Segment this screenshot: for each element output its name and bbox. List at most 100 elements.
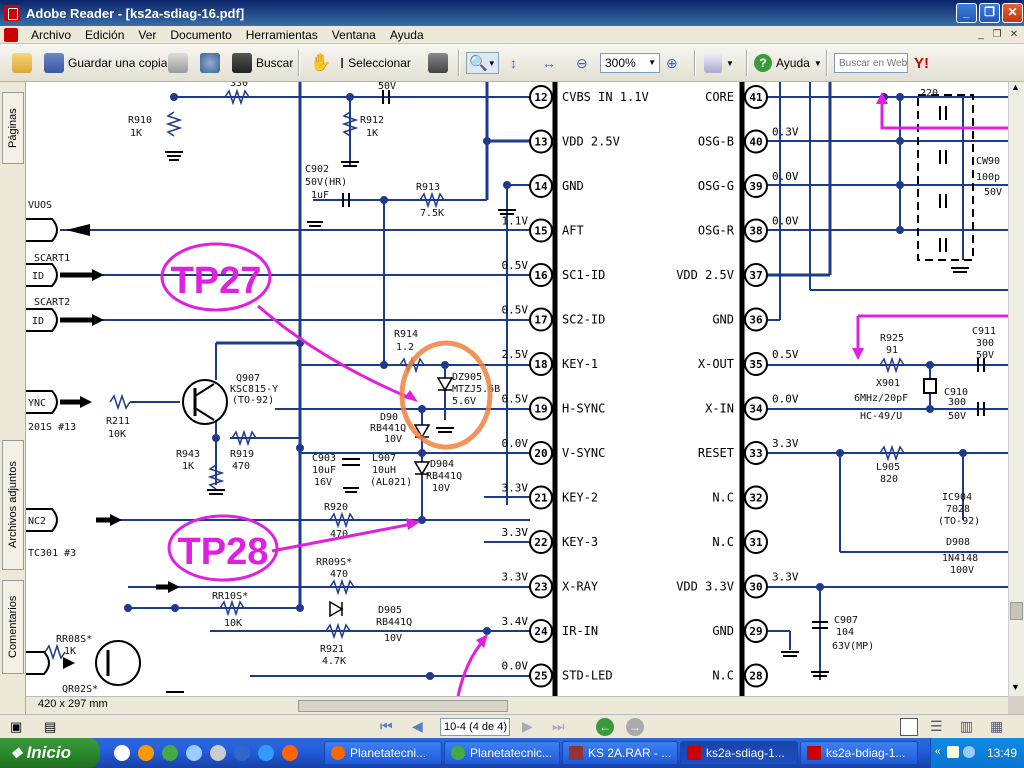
close-button[interactable]: ✕	[1002, 3, 1023, 23]
web-search-input[interactable]	[834, 53, 908, 73]
adobe-reader-icon	[4, 5, 20, 21]
email-button[interactable]	[200, 52, 224, 74]
scroll-thumb[interactable]	[1010, 602, 1023, 620]
label-ic201-pin: 201S #13	[28, 422, 76, 433]
task-planetatecni-1[interactable]: Planetatecni...	[324, 741, 442, 765]
pin-number: 29	[749, 625, 762, 638]
label-id-1: ID	[32, 271, 44, 282]
text-cursor-icon: I	[340, 54, 345, 72]
menu-ventana[interactable]: Ventana	[331, 27, 376, 42]
ic-pin-13	[529, 129, 553, 154]
hand-tool-button[interactable]: ✋	[310, 52, 331, 74]
quicklaunch-firefox-icon[interactable]	[282, 745, 298, 761]
label-r914: R914	[394, 329, 418, 340]
continuous-icon[interactable]: ☰	[930, 718, 943, 734]
tab-comments[interactable]: Comentarios	[2, 580, 24, 674]
previous-page-button[interactable]: ◀	[412, 718, 423, 734]
label-d905-voltage: 10V	[384, 633, 402, 644]
label-cw90-voltage: 50V	[984, 187, 1002, 198]
printer-icon	[168, 53, 188, 73]
yahoo-search-button[interactable]: Y!	[914, 52, 929, 74]
search-button[interactable]: Buscar	[232, 52, 293, 74]
tray-app-icon[interactable]	[963, 746, 975, 758]
single-page-icon[interactable]	[900, 718, 918, 736]
quicklaunch-app-icon[interactable]	[210, 745, 226, 761]
start-button[interactable]: ❖ Inicio	[0, 738, 100, 768]
label-r913: R913	[416, 182, 440, 193]
ic-pin-41	[744, 85, 768, 109]
go-forward-icon[interactable]: →	[626, 718, 644, 736]
label-d904: D904	[430, 459, 454, 470]
quicklaunch-app-icon[interactable]	[186, 745, 202, 761]
quicklaunch-player-icon[interactable]	[234, 745, 250, 761]
pin-label: STD-LED	[562, 669, 613, 683]
pin-label: H-SYNC	[562, 402, 605, 416]
facing-icon[interactable]: ▥	[960, 718, 974, 734]
task-planetatecnic-2[interactable]: Planetatecnic...	[444, 741, 560, 765]
pin-number: 14	[534, 180, 548, 193]
page-number-field[interactable]: 10-4 (4 de 4)	[440, 718, 510, 736]
horizontal-scrollbar[interactable]	[26, 696, 1008, 714]
label-dz905-part: MTZJ5.6B	[452, 384, 500, 395]
tab-pages[interactable]: Páginas	[2, 92, 24, 164]
rotate-button[interactable]: ▼	[704, 52, 734, 74]
label-c903: C903	[312, 453, 336, 464]
select-tool-button[interactable]: I Seleccionar	[340, 52, 411, 74]
menu-ver[interactable]: Ver	[138, 27, 157, 42]
label-d905-part: RB441Q	[376, 617, 412, 628]
minimize-button[interactable]: _	[956, 3, 977, 23]
doc-minimize-icon[interactable]: _	[978, 29, 984, 40]
tray-network-icon[interactable]	[947, 746, 959, 758]
zoom-out-button[interactable]: ⊖	[576, 52, 588, 74]
go-back-icon[interactable]: ←	[596, 718, 614, 736]
print-button[interactable]	[168, 52, 192, 74]
last-page-button[interactable]: ⏭	[552, 718, 565, 734]
hand-icon: ✋	[310, 53, 332, 72]
tray-expand-icon[interactable]: «	[935, 746, 941, 757]
pin-number: 30	[749, 581, 762, 594]
label-c903-voltage: 16V	[314, 477, 332, 488]
snapshot-button[interactable]	[428, 52, 452, 74]
task-ks2a-rar[interactable]: KS 2A.RAR - ...	[562, 741, 678, 765]
label-rr10s: RR10S*	[212, 591, 248, 602]
label-rr08s: RR08S*	[56, 634, 92, 645]
quicklaunch-media-icon[interactable]	[138, 745, 154, 761]
continuous-facing-icon[interactable]: ▦	[990, 718, 1004, 734]
label-r943: R943	[176, 449, 200, 460]
quicklaunch-chrome-icon[interactable]	[162, 745, 178, 761]
doc-restore-icon[interactable]: ❐	[992, 29, 1002, 40]
menu-herramientas[interactable]: Herramientas	[245, 27, 318, 42]
menu-ayuda[interactable]: Ayuda	[389, 27, 424, 42]
next-page-button[interactable]: ▶	[522, 718, 533, 734]
zoom-in-button[interactable]: ⊕	[666, 52, 678, 74]
save-copy-button[interactable]: Guardar una copia	[44, 52, 167, 74]
fit-page-button[interactable]: ↕	[510, 52, 517, 74]
open-button[interactable]	[12, 52, 36, 74]
hscroll-thumb[interactable]	[298, 700, 508, 712]
scroll-down-icon[interactable]: ▼	[1011, 682, 1020, 692]
doc-close-icon[interactable]: ✕	[1009, 29, 1019, 40]
magnifier-plus-icon: 🔍	[469, 55, 488, 72]
fit-width-button[interactable]: ↔	[542, 52, 556, 74]
task-ks2a-bdiag[interactable]: ks2a-bdiag-1...	[800, 741, 918, 765]
zoom-select[interactable]: 300% ▼	[600, 53, 660, 73]
scroll-up-icon[interactable]: ▲	[1011, 82, 1020, 92]
label-rr08s-value: 1K	[64, 646, 76, 657]
panel-toggle-icon[interactable]: ▣	[10, 719, 23, 734]
quicklaunch-ie-icon[interactable]	[258, 745, 274, 761]
menu-archivo[interactable]: Archivo	[31, 27, 72, 42]
tab-attachments[interactable]: Archivos adjuntos	[2, 440, 24, 570]
vertical-scrollbar[interactable]: ▲ ▼	[1008, 82, 1024, 696]
help-button[interactable]: ? Ayuda▼	[754, 52, 822, 74]
menu-documento[interactable]: Documento	[170, 27, 232, 42]
task-ks2a-sdiag[interactable]: ks2a-sdiag-1...	[680, 741, 798, 765]
layout-icon[interactable]: ▤	[44, 719, 57, 734]
quicklaunch-desktop-icon[interactable]	[114, 745, 130, 761]
zoom-in-tool-button[interactable]: 🔍▼	[466, 52, 499, 74]
first-page-button[interactable]: ⏮	[380, 718, 393, 734]
zoom-out-icon: ⊖	[576, 54, 588, 71]
maximize-button[interactable]: ❐	[979, 3, 1000, 23]
menu-edicion[interactable]: Edición	[85, 27, 125, 42]
pin-voltage: 0.0V	[502, 660, 529, 673]
